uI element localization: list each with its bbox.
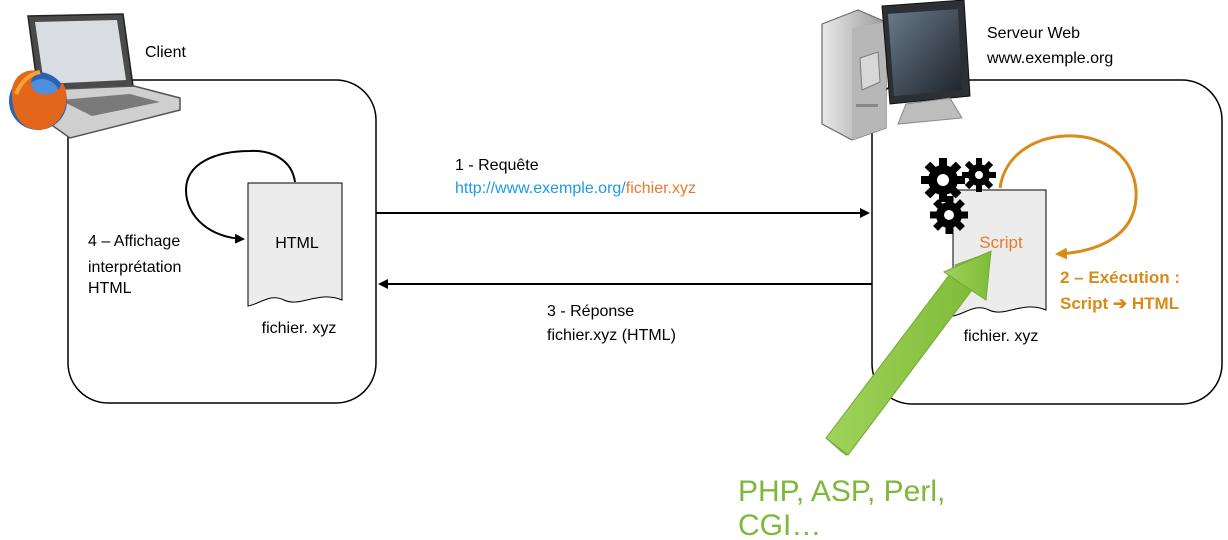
exec-step-line-2: Script ➔ HTML: [1060, 294, 1179, 313]
display-step-line-2: interprétation: [88, 259, 181, 276]
firefox-icon: [9, 70, 67, 130]
server-file-name: fichier. xyz: [964, 328, 1039, 345]
server-domain: www.exemple.org: [986, 50, 1113, 67]
request-url-file: fichier.xyz: [626, 180, 696, 197]
laptop-icon: [27, 13, 181, 139]
server-title: Serveur Web: [987, 25, 1080, 42]
exec-step-line-1: 2 – Exécution :: [1060, 268, 1180, 287]
languages-arrow-head: [942, 250, 992, 301]
response-label: 3 - Réponse: [547, 303, 634, 320]
display-step-line-1: 4 – Affichage: [88, 233, 180, 250]
monitor-icon: [881, 0, 971, 125]
client-file-label: HTML: [275, 235, 319, 252]
languages-line-1: PHP, ASP, Perl,: [738, 475, 945, 508]
server-file-label: Script: [979, 233, 1023, 252]
client-file-name: fichier. xyz: [262, 320, 337, 337]
client-box: [67, 79, 377, 404]
request-url-base: http://www.exemple.org/: [455, 180, 626, 197]
execution-loop-arrow: [998, 134, 1138, 260]
display-step-line-3: HTML: [88, 280, 132, 297]
request-url: http://www.exemple.org/fichier.xyz: [455, 180, 696, 197]
client-loop-arrow: [184, 149, 296, 244]
server-tower-icon: [821, 9, 887, 141]
server-box: [871, 79, 1223, 405]
gears-icon: [921, 158, 996, 234]
languages-arrow-body: [825, 265, 979, 456]
request-label: 1 - Requête: [455, 157, 539, 174]
languages-line-2: CGI…: [738, 509, 821, 540]
client-title: Client: [145, 44, 186, 61]
client-html-document: [247, 182, 343, 307]
response-detail: fichier.xyz (HTML): [547, 327, 676, 344]
